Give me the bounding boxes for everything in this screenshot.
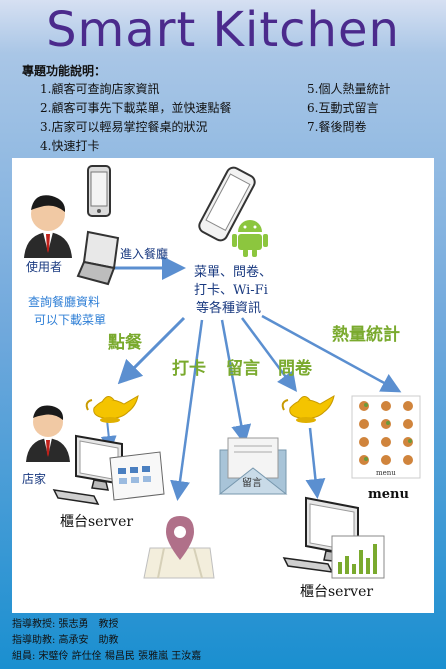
app-info-2: 打卡、Wi-Fi: [194, 283, 268, 298]
app-info-3: 等各種資訊: [196, 300, 261, 316]
flow-diagram: 使用者 查詢餐廳資料 可以下載菜單 進入餐廳: [22, 165, 421, 600]
magic-lamp-icon-right: [281, 395, 335, 423]
arrow-survey: [240, 317, 297, 393]
bar-chart-icon: [331, 535, 385, 579]
page-title: Smart Kitchen: [46, 2, 400, 58]
arrow-calorie: [261, 314, 402, 393]
advisor-line: 指導教授: 張志勇 教授: [12, 619, 119, 630]
android-robot-icon: [232, 220, 268, 257]
feature-3: 3.店家可以輕易掌控餐桌的狀況: [40, 120, 208, 134]
features-heading: 專題功能說明：: [22, 64, 107, 78]
store-label: 店家: [22, 471, 46, 486]
laptop-icon: [76, 230, 120, 286]
user-avatar-icon: [24, 195, 72, 258]
credits-footer: 指導教授: 張志勇 教授 指導助教: 高承安 助教 組員: 宋璧伶 許仕佺 楊昌…: [12, 617, 201, 665]
arrow-order: [117, 316, 186, 385]
user-label: 使用者: [26, 259, 62, 274]
phone-icon: [87, 165, 111, 217]
arrow-checkin: [170, 319, 204, 501]
keyboard-icon: [52, 489, 100, 505]
arrow-message: [220, 319, 252, 445]
calorie-label: 熱量統計: [332, 324, 400, 345]
envelope-icon: 留言: [218, 437, 288, 495]
enter-label: 進入餐廳: [120, 246, 168, 261]
user-caption-2: 可以下載菜單: [34, 313, 106, 327]
feature-4: 4.快速打卡: [40, 139, 100, 153]
map-pin-icon: [143, 516, 215, 579]
order-label: 點餐: [107, 332, 143, 353]
feature-5: 5.個人熱量統計: [307, 82, 391, 96]
checkin-label: 打卡: [172, 358, 206, 379]
user-caption-1: 查詢餐廳資料: [28, 294, 100, 309]
menu-small-label: menu: [376, 469, 396, 477]
counter-server-label-1: 櫃台server: [60, 514, 133, 530]
android-phone-icon: [198, 166, 268, 257]
store-avatar-icon: [26, 405, 70, 462]
store-screen-panel: [109, 451, 165, 501]
app-info-1: 菜單、問卷、: [194, 264, 272, 280]
feature-7: 7.餐後問卷: [307, 120, 367, 134]
arrow-survey-server: [305, 427, 326, 499]
magic-lamp-icon: [85, 395, 139, 423]
menu-label: menu: [368, 487, 409, 502]
feature-2: 2.顧客可事先下載菜單，並快速點餐: [40, 101, 232, 115]
envelope-text: 留言: [242, 476, 262, 489]
assistant-line: 指導助教: 高承安 助教: [12, 635, 119, 646]
members-line: 組員: 宋璧伶 許仕佺 楊昌民 張雅嵐 王汝嘉: [12, 651, 202, 662]
feature-6: 6.互動式留言: [307, 101, 379, 115]
menu-card-icon: menu: [351, 395, 421, 479]
counter-server-label-2: 櫃台server: [300, 584, 373, 600]
message-label: 留言: [226, 358, 260, 379]
diagram-panel: 使用者 查詢餐廳資料 可以下載菜單 進入餐廳: [12, 158, 434, 613]
feature-1: 1.顧客可查詢店家資訊: [40, 82, 160, 96]
survey-label: 問卷: [278, 358, 313, 379]
